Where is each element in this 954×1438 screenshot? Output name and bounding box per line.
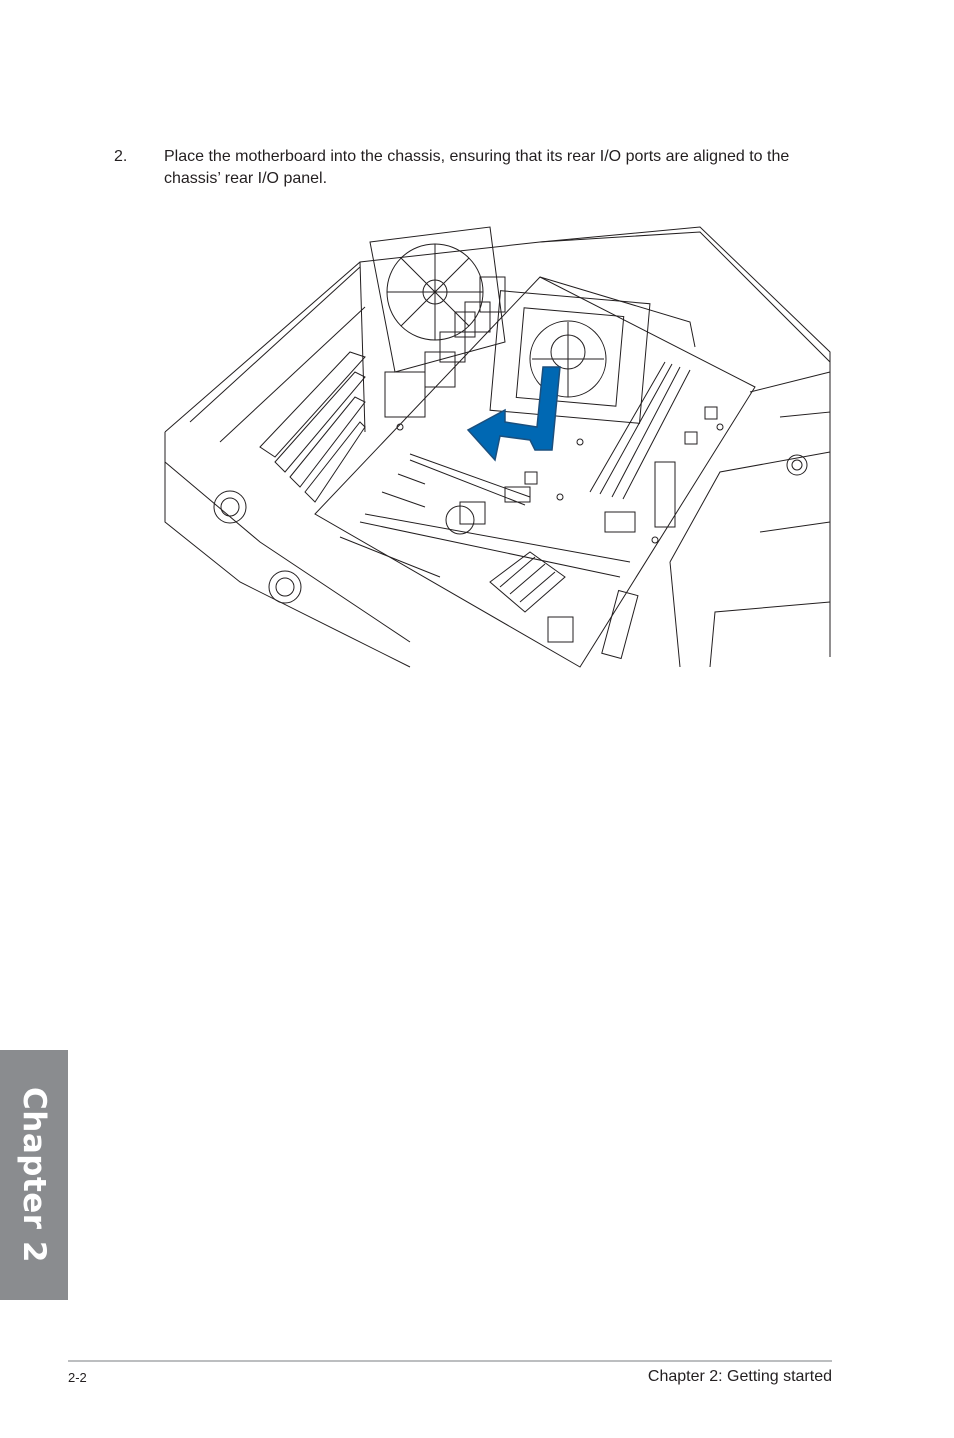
chapter-tab-label: Chapter 2 <box>16 1087 52 1263</box>
chapter-tab: Chapter 2 <box>0 1050 68 1300</box>
install-direction-arrow <box>466 366 561 462</box>
psu-fan <box>369 226 506 373</box>
footer-divider <box>68 1360 832 1362</box>
page-number: 2-2 <box>68 1370 87 1385</box>
expansion-slot-covers <box>259 351 366 503</box>
footer-section-title: Chapter 2: Getting started <box>647 1368 832 1385</box>
motherboard-installation-illustration <box>164 226 831 668</box>
motherboard <box>314 276 756 668</box>
step-instruction: Place the motherboard into the chassis, … <box>164 148 790 187</box>
chassis-outline <box>164 226 831 668</box>
step-number: 2. <box>114 148 128 165</box>
